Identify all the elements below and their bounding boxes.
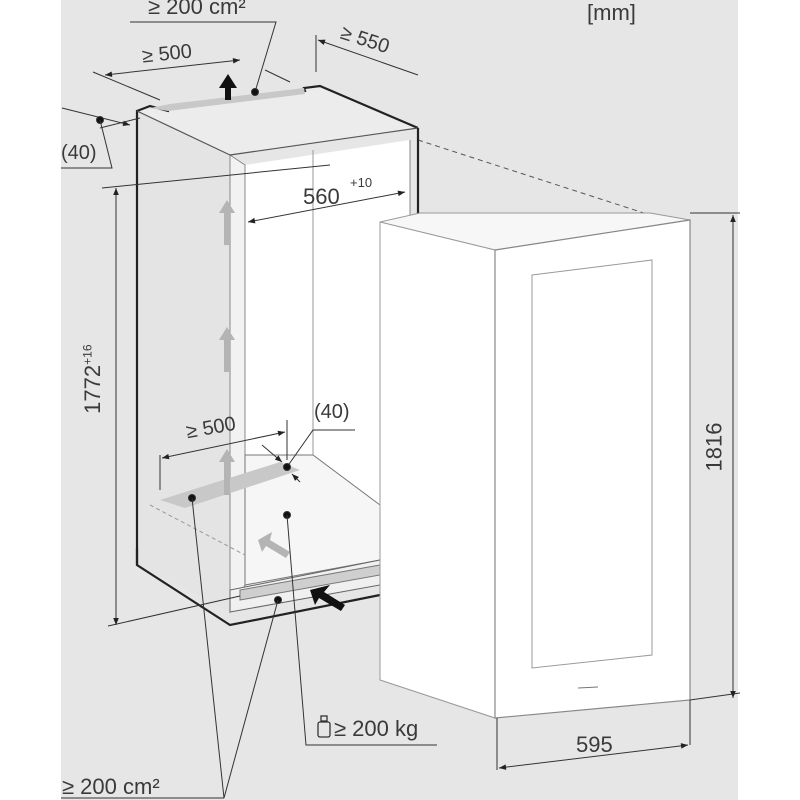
niche-height-label: 1772+16 bbox=[79, 344, 105, 414]
arrow-in-icon bbox=[310, 585, 345, 611]
bottom-gap-label: (40) bbox=[314, 401, 350, 423]
niche-cabinet bbox=[135, 84, 420, 627]
niche-height-value: 1772 bbox=[79, 364, 105, 414]
appliance-height-label: 1816 bbox=[701, 422, 727, 472]
unit-label: [mm] bbox=[587, 0, 636, 25]
arrow-up-icon bbox=[219, 449, 235, 495]
niche-width-tolerance: +10 bbox=[350, 175, 373, 190]
top-gap-label: (40) bbox=[61, 142, 97, 164]
top-vent-area-label: ≥ 200 cm² bbox=[148, 0, 246, 19]
niche-height-tolerance: +16 bbox=[80, 344, 95, 365]
top-vent-depth-label: ≥ 500 bbox=[140, 40, 193, 68]
dimension-lines bbox=[61, 21, 741, 799]
exhaust-arrows bbox=[219, 74, 345, 611]
arrow-in-icon bbox=[258, 532, 290, 558]
appliance bbox=[379, 212, 691, 719]
weight-icon bbox=[317, 715, 331, 738]
arrow-up-icon bbox=[219, 327, 235, 372]
floor-load-label: ≥ 200 kg bbox=[334, 716, 419, 741]
appliance-width-label: 595 bbox=[576, 732, 613, 757]
airflow-arrows bbox=[219, 200, 290, 558]
bottom-vent-area-label: ≥ 200 cm² bbox=[62, 774, 160, 799]
arrow-up-icon bbox=[219, 200, 235, 245]
arrow-up-icon bbox=[219, 74, 237, 100]
niche-width-label: 560 bbox=[303, 184, 340, 209]
